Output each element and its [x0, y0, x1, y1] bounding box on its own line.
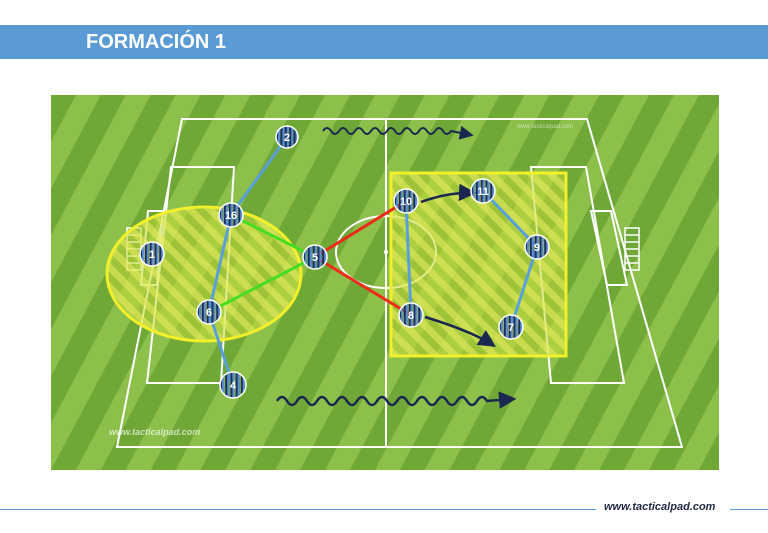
- pass-arrow-8-7: [424, 315, 496, 347]
- pitch-watermark: www.tacticalpad.com: [109, 427, 200, 437]
- player-7[interactable]: 7: [498, 314, 524, 340]
- pitch-watermark-top: www.tacticalpad.com: [516, 124, 573, 130]
- player-11-number: 11: [477, 186, 489, 198]
- green-links: [208, 213, 316, 314]
- player-16[interactable]: 16: [218, 202, 244, 228]
- right-zone-rect: [389, 171, 568, 358]
- dribble-arrow-bottom: [275, 391, 517, 409]
- player-1-number: 1: [149, 249, 155, 261]
- footer-divider-left: [0, 509, 596, 510]
- player-2-number: 2: [284, 132, 290, 144]
- player-10[interactable]: 10: [393, 188, 419, 214]
- pass-arrow-10-11: [420, 183, 477, 204]
- center-spot: [384, 250, 388, 254]
- header-band: FORMACIÓN 1: [0, 25, 768, 59]
- player-9[interactable]: 9: [524, 234, 550, 260]
- player-8[interactable]: 8: [398, 302, 424, 328]
- player-4-number: 4: [230, 380, 237, 392]
- page-title: FORMACIÓN 1: [86, 31, 226, 53]
- player-4[interactable]: 4: [219, 371, 247, 399]
- player-11[interactable]: 11: [470, 178, 496, 204]
- player-5-number: 5: [312, 252, 318, 264]
- dribble-arrow-top: [322, 125, 474, 140]
- player-1[interactable]: 1: [139, 241, 165, 267]
- left-zone-ellipse: [105, 205, 303, 343]
- pitch-svg: www.tacticalpad.com www.tacticalpad.com …: [51, 95, 719, 470]
- player-5[interactable]: 5: [302, 244, 328, 270]
- player-16-number: 16: [225, 210, 237, 222]
- footer-url[interactable]: www.tacticalpad.com: [604, 501, 716, 513]
- player-6-number: 6: [206, 307, 212, 319]
- footer-divider-right: [730, 509, 768, 510]
- player-6[interactable]: 6: [196, 299, 222, 325]
- player-7-number: 7: [508, 322, 514, 334]
- player-10-number: 10: [400, 196, 412, 208]
- red-links: [314, 199, 412, 317]
- tactical-diagram: www.tacticalpad.com www.tacticalpad.com …: [51, 95, 719, 470]
- player-8-number: 8: [408, 310, 414, 322]
- right-goal: [624, 227, 640, 271]
- player-2[interactable]: 2: [275, 125, 299, 149]
- player-9-number: 9: [534, 242, 540, 254]
